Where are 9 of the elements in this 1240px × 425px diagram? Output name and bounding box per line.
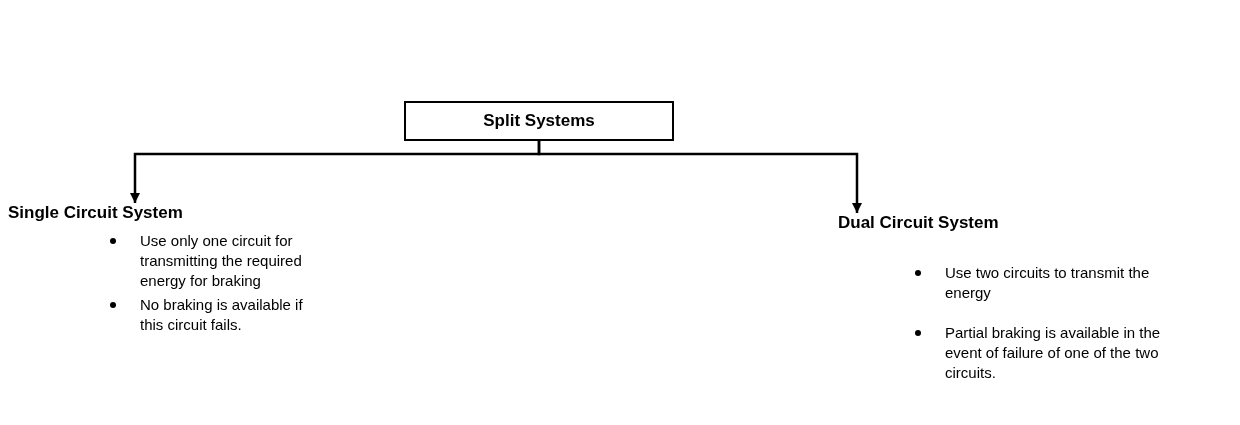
bullet-text: Use only one circuit for transmitting the required energy for braking — [140, 231, 303, 291]
bullet-text: Use two circuits to transmit the energy — [945, 263, 1151, 303]
title-box — [404, 101, 674, 141]
box-label: Split Systems — [483, 111, 595, 131]
connector-arrow — [537, 141, 862, 213]
section-heading: Dual Circuit System — [838, 213, 999, 233]
bullet-text: No braking is available if this circuit fails. — [140, 295, 304, 335]
bullet-text: Partial braking is available in the event of failure of one of the two circuits. — [945, 323, 1162, 383]
section-heading: Single Circuit System — [8, 203, 183, 223]
